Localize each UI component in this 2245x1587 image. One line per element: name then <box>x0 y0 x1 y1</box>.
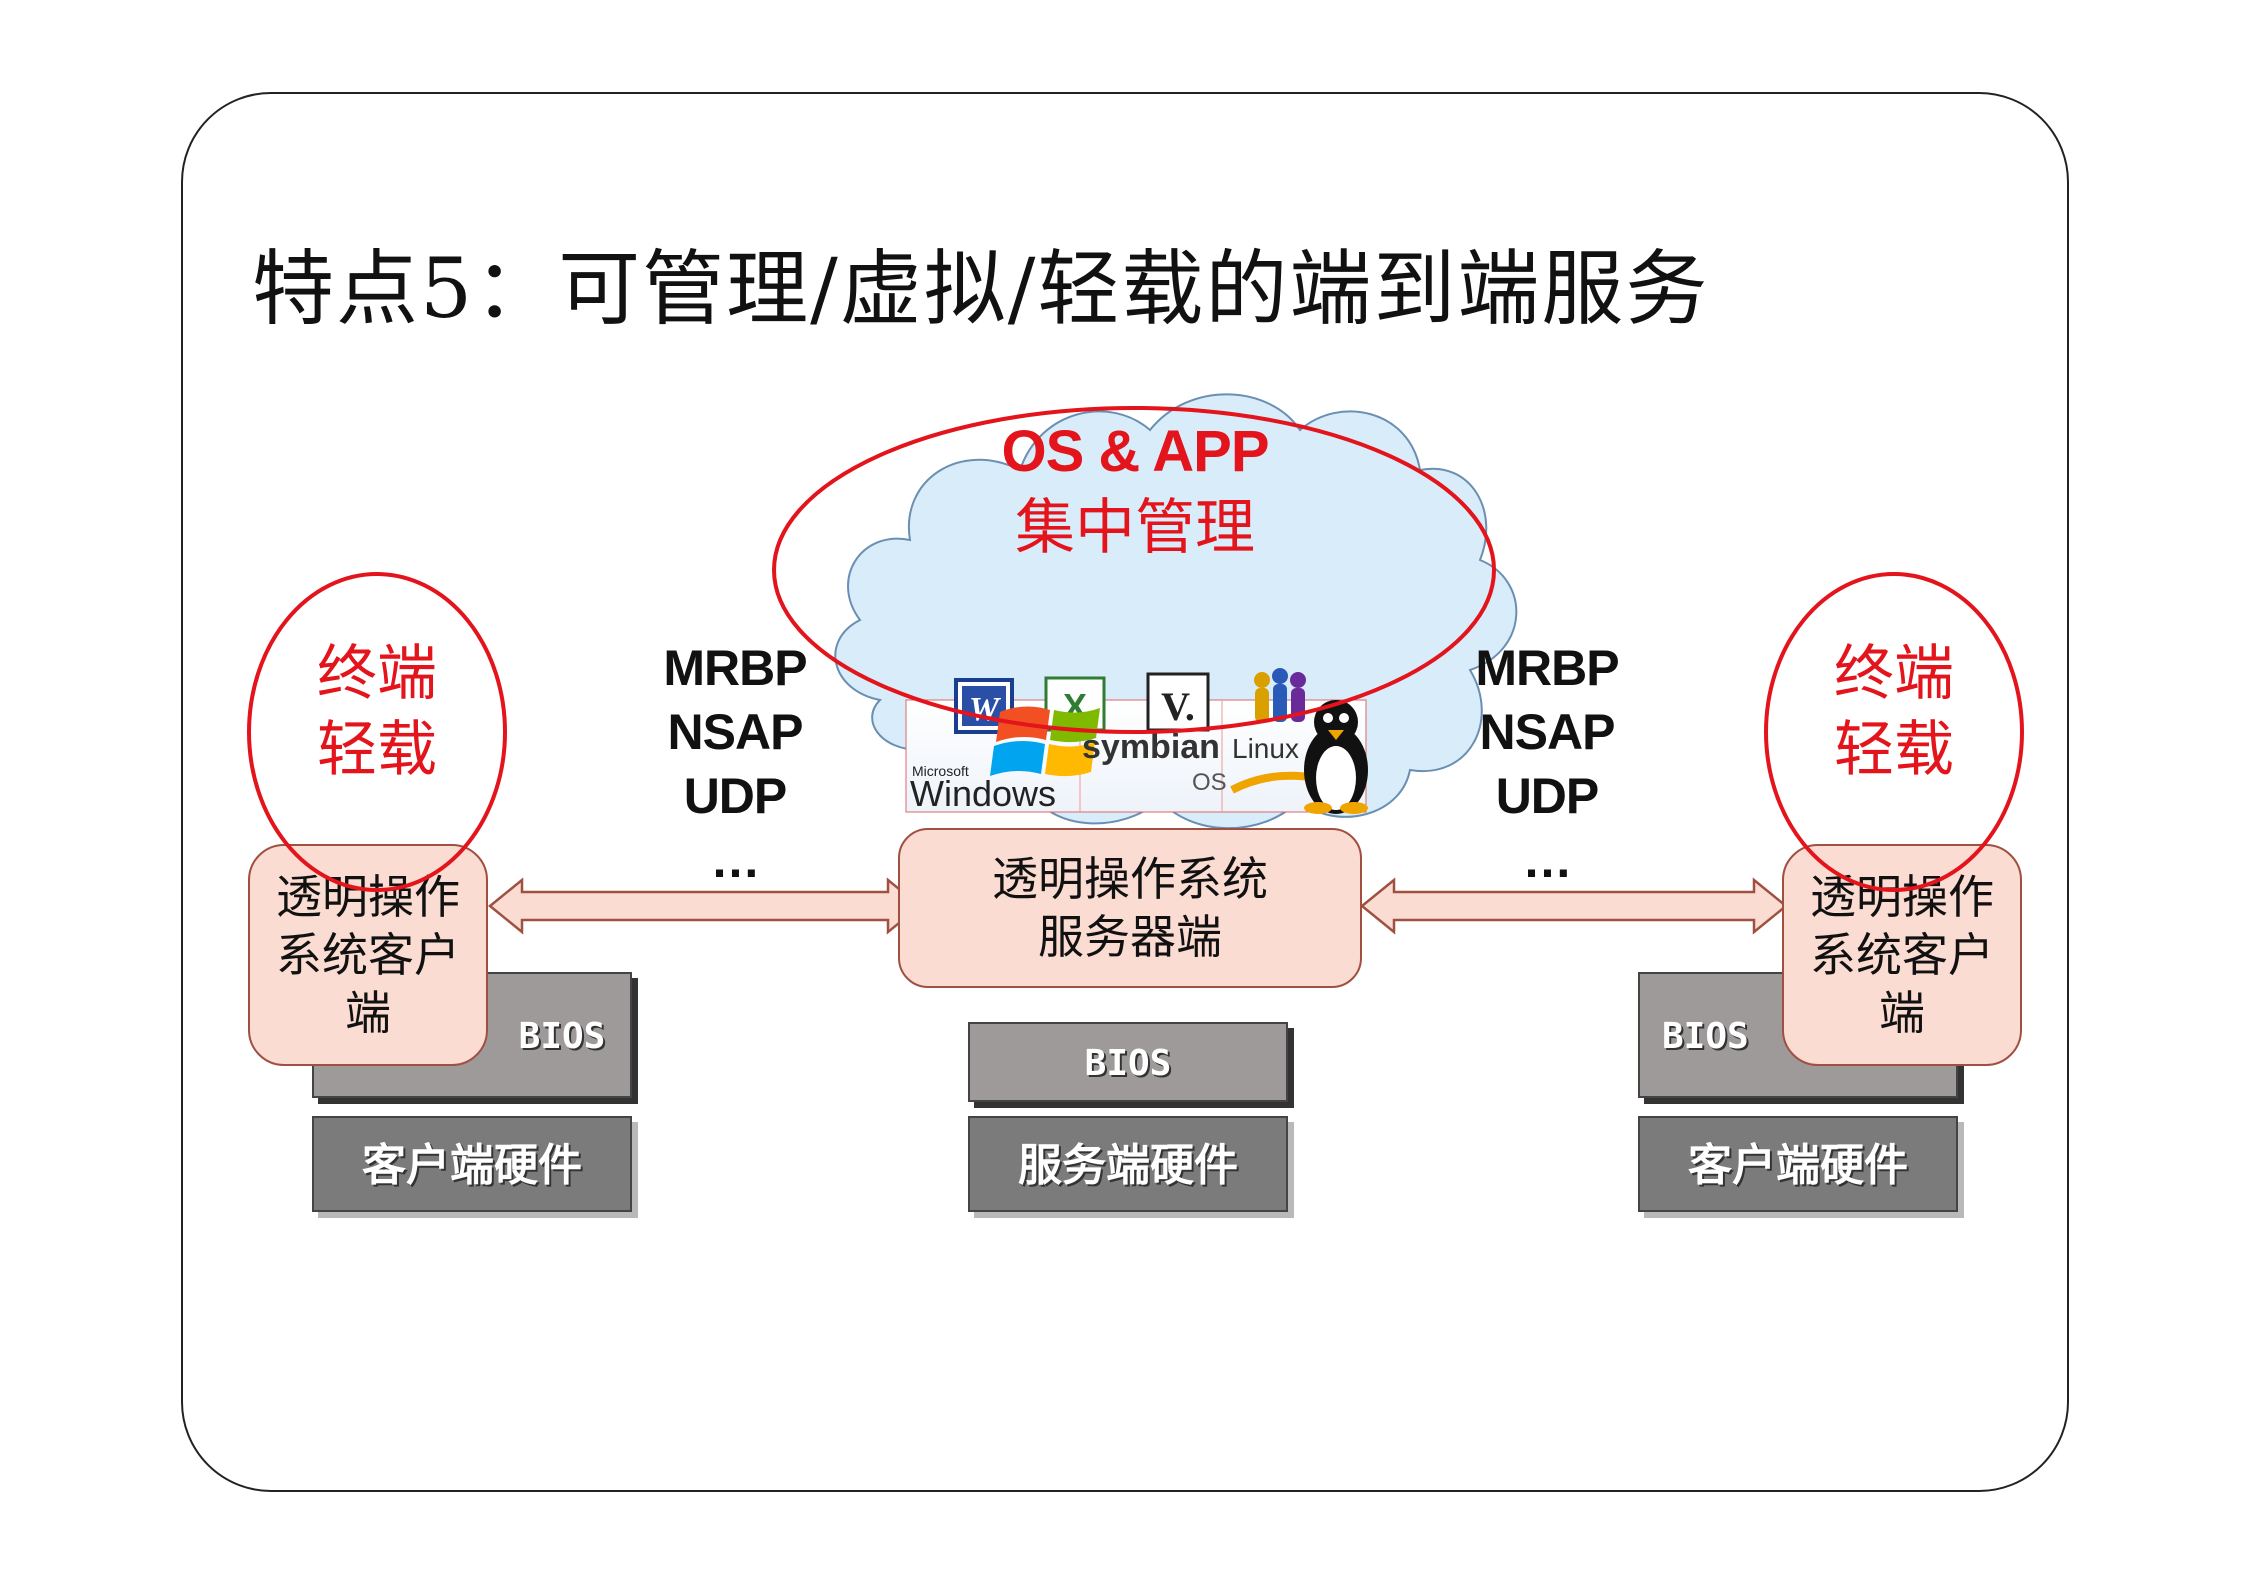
left-bios-label: BIOS <box>518 1016 606 1057</box>
server-box-line-1: 透明操作系统 <box>992 852 1268 906</box>
right-protocol-more: … <box>1522 832 1573 888</box>
center-bubble-line-1: OS & APP <box>1001 419 1269 484</box>
right-hardware-box: 客户端硬件 <box>1638 1116 1958 1212</box>
server-box-line-2: 服务器端 <box>1038 910 1222 964</box>
left-bubble-line-2: 轻载 <box>317 715 437 785</box>
right-protocol-nsap: NSAP <box>1479 704 1616 760</box>
server-bios-box: BIOS <box>968 1022 1288 1102</box>
right-client-line-1: 透明操作 <box>1810 870 1994 924</box>
right-protocol-mrbp: MRBP <box>1475 640 1619 696</box>
right-client-box: 透明操作 系统客户 端 <box>1782 844 2022 1066</box>
left-protocol-more: … <box>710 832 761 888</box>
server-bios-label: BIOS <box>1084 1043 1172 1084</box>
v-logo-icon: V. <box>1146 672 1210 732</box>
server-hardware-box: 服务端硬件 <box>968 1116 1288 1212</box>
server-box: 透明操作系统 服务器端 <box>898 828 1362 988</box>
left-protocol-nsap: NSAP <box>667 704 804 760</box>
symbian-os-text: OS <box>1192 769 1227 796</box>
v-logo-letter: V. <box>1161 684 1195 729</box>
server-hardware-label: 服务端硬件 <box>1018 1140 1238 1191</box>
right-client-line-2: 系统客户 <box>1810 928 1994 982</box>
center-bubble-line-2: 集中管理 <box>1015 493 1255 563</box>
windows-logo-text: Windows <box>910 773 1056 814</box>
center-bubble-label: OS & APP 集中管理 <box>900 414 1370 566</box>
page-title: 特点5：可管理/虚拟/轻载的端到端服务 <box>252 242 1710 337</box>
linux-logo-text: Linux <box>1232 733 1299 764</box>
right-client-line-3: 端 <box>1879 986 1925 1040</box>
right-bubble-line-2: 轻载 <box>1834 715 1954 785</box>
left-client-line-2: 系统客户 <box>276 928 460 982</box>
left-protocol-udp: UDP <box>683 768 788 824</box>
people-icon <box>1254 668 1306 722</box>
left-client-line-3: 端 <box>345 986 391 1040</box>
left-bubble-label: 终端 轻载 <box>280 636 474 788</box>
left-bubble-line-1: 终端 <box>317 639 437 709</box>
right-bubble-label: 终端 轻载 <box>1797 636 1991 788</box>
left-hardware-label: 客户端硬件 <box>362 1140 582 1191</box>
word-icon-letter: W <box>969 691 1002 728</box>
symbian-logo-text: symbian <box>1082 728 1220 766</box>
left-hardware-box: 客户端硬件 <box>312 1116 632 1212</box>
right-bios-label: BIOS <box>1662 1016 1749 1057</box>
left-protocol-mrbp: MRBP <box>663 640 807 696</box>
right-hardware-label: 客户端硬件 <box>1688 1140 1908 1191</box>
left-client-line-1: 透明操作 <box>276 870 460 924</box>
right-protocol-udp: UDP <box>1495 768 1600 824</box>
left-protocol-list: MRBP NSAP UDP … <box>640 636 830 892</box>
windows-microsoft-text: Microsoft <box>912 763 969 779</box>
right-bubble-line-1: 终端 <box>1834 639 1954 709</box>
right-protocol-list: MRBP NSAP UDP … <box>1452 636 1642 892</box>
left-client-box: 透明操作 系统客户 端 <box>248 844 488 1066</box>
